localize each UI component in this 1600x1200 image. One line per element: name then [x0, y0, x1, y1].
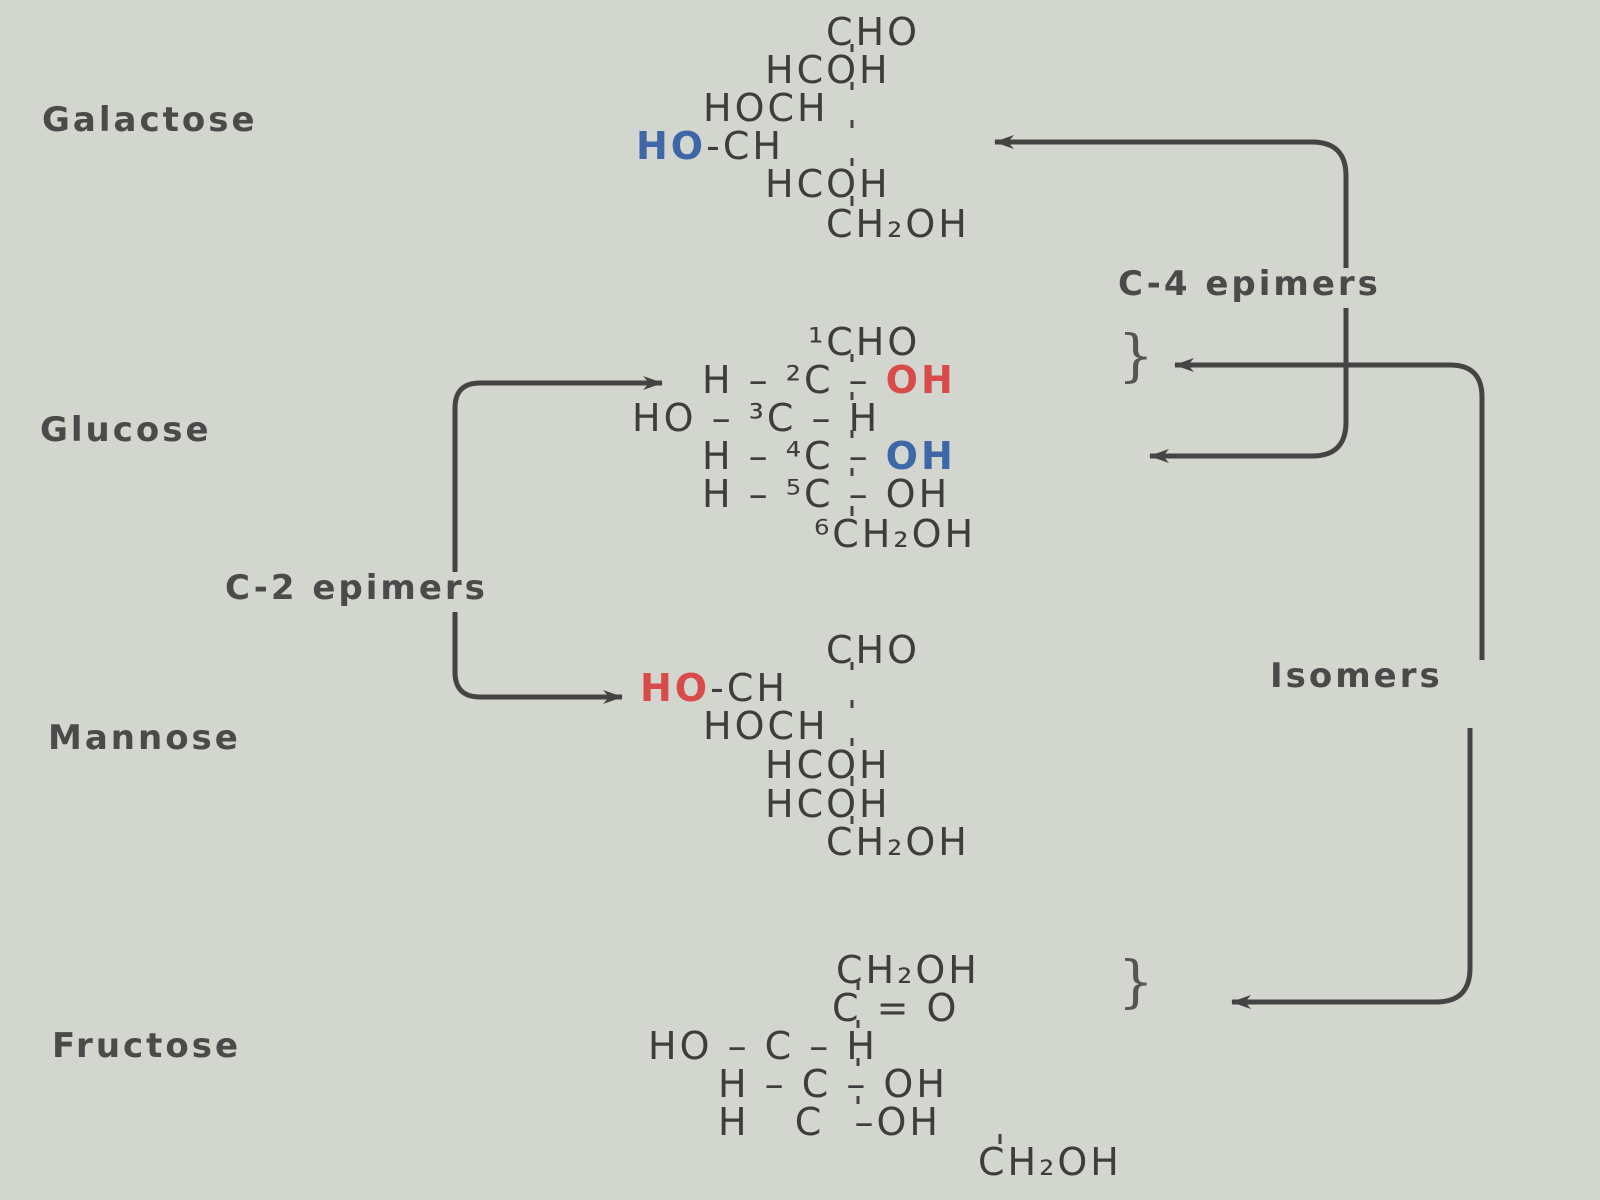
fructose-label: Fructose: [52, 1026, 242, 1066]
glucose-row-6: ⁶CH₂OH: [814, 512, 977, 556]
galactose-row-2: HCOH: [765, 48, 891, 92]
mannose-label: Mannose: [48, 718, 241, 758]
galactose-row-1: CHO: [826, 10, 921, 54]
galactose-row-6: CH₂OH: [826, 202, 970, 246]
fructose-brace: }: [1118, 950, 1154, 1015]
fructose-row-6: CH₂OH: [978, 1140, 1122, 1184]
glucose-row-1: ¹CHO: [808, 320, 921, 364]
isomer-bracket: [1175, 362, 1485, 1005]
mannose-row-2: HO-CH: [640, 668, 788, 708]
fructose-row-4: H – C – OH: [718, 1062, 948, 1106]
mannose-row-2-text: -CH: [710, 666, 788, 710]
galactose-label: Galactose: [42, 100, 258, 140]
isomers-label: Isomers: [1270, 656, 1443, 696]
mannose-row-3: HOCH: [703, 704, 829, 748]
galactose-row-5: HCOH: [765, 162, 891, 206]
glucose-row-2-text: H – ²C –: [702, 358, 871, 402]
glucose-c2-hydroxyl: OH: [885, 358, 956, 402]
galactose-c4-hydroxyl: HO: [636, 124, 707, 168]
fructose-row-5: H C –OH: [718, 1100, 941, 1144]
glucose-row-4: H – ⁴C – OH: [702, 436, 956, 476]
glucose-brace: }: [1118, 324, 1154, 389]
carbon-bond-ticks: [850, 44, 1002, 1144]
mannose-row-5: HCOH: [765, 782, 891, 826]
glucose-c4-hydroxyl: OH: [885, 434, 956, 478]
c4-epimer-bracket: [995, 139, 1349, 459]
glucose-row-5: H – ⁵C – OH: [702, 472, 951, 516]
c4-epimers-label: C-4 epimers: [1118, 264, 1381, 304]
fructose-row-3: HO – C – H: [648, 1024, 878, 1068]
glucose-row-2: H – ²C – OH: [702, 360, 956, 400]
galactose-row-4: HO-CH: [636, 126, 784, 166]
mannose-row-4: HCOH: [765, 743, 891, 787]
glucose-row-3: HO – ³C – H: [632, 396, 881, 440]
c2-epimer-bracket: [452, 380, 660, 700]
fructose-row-2: C = O: [832, 986, 960, 1030]
mannose-row-1: CHO: [826, 628, 921, 672]
mannose-c2-hydroxyl: HO: [640, 666, 711, 710]
glucose-label: Glucose: [40, 410, 212, 450]
glucose-row-4-text: H – ⁴C –: [702, 434, 871, 478]
galactose-row-4-text: -CH: [706, 124, 784, 168]
galactose-row-3: HOCH: [703, 86, 829, 130]
c2-epimers-label: C-2 epimers: [225, 568, 488, 608]
mannose-row-6: CH₂OH: [826, 820, 970, 864]
